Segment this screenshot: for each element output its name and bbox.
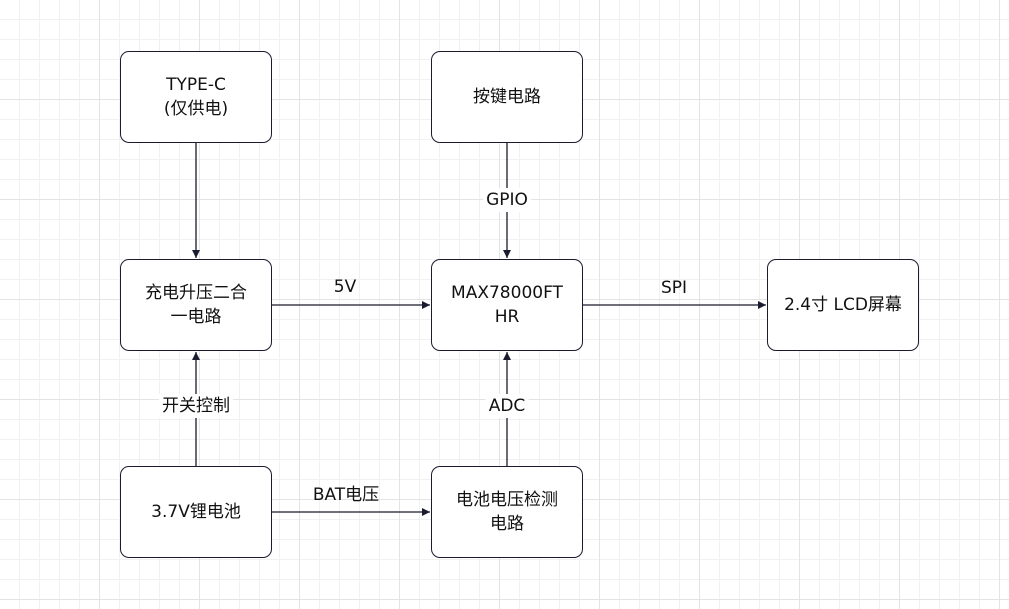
typec-node-title: TYPE-C [166,75,226,95]
charger-boost-node-label-line1: 充电升压二合 [145,283,247,303]
lcd-screen-node-label: 2.4寸 LCD屏幕 [784,295,902,315]
mcu-node-label-line1: MAX78000FT [451,283,563,303]
edge-label-adc: ADC [485,394,529,418]
typec-node-subtitle: (仅供电) [163,99,229,119]
mcu-node-label-line2: HR [494,307,520,327]
charger-boost-node[interactable]: 充电升压二合 一电路 [120,259,272,351]
edge-label-switch-control: 开关控制 [159,394,233,418]
voltage-detect-node-label-line1: 电池电压检测 [456,490,558,510]
voltage-detect-node-label-line2: 电路 [490,514,524,534]
edge-label-bat-voltage: BAT电压 [312,485,380,505]
charger-boost-node-label-line2: 一电路 [170,307,222,327]
button-circuit-node-label: 按键电路 [473,87,541,107]
mcu-node[interactable]: MAX78000FT HR [431,259,583,351]
typec-node[interactable]: TYPE-C (仅供电) [120,51,272,143]
button-circuit-node[interactable]: 按键电路 [431,51,583,143]
lcd-screen-node[interactable]: 2.4寸 LCD屏幕 [767,259,919,351]
battery-node-label: 3.7V锂电池 [151,502,241,522]
edge-label-gpio: GPIO [483,188,531,212]
edge-label-5v: 5V [333,277,357,297]
voltage-detect-node[interactable]: 电池电压检测 电路 [431,466,583,558]
edge-label-spi: SPI [660,278,688,298]
battery-node[interactable]: 3.7V锂电池 [120,466,272,558]
